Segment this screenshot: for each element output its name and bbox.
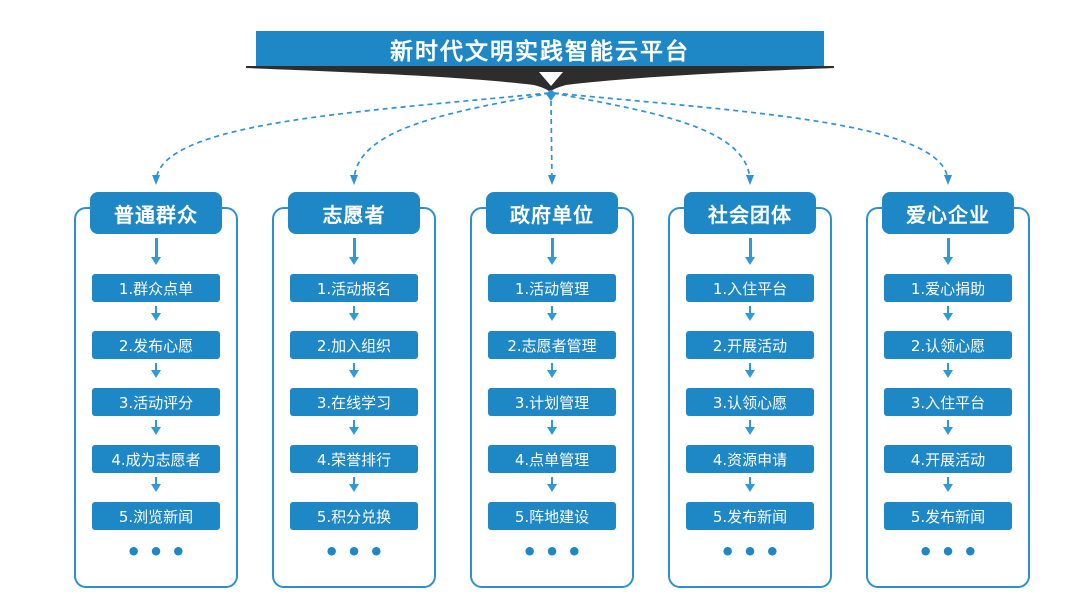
down-arrow-icon xyxy=(947,420,949,432)
ellipsis-dots: ••• xyxy=(125,538,194,566)
step-box: 3.认领心愿 xyxy=(686,388,814,416)
step-box: 1.群众点单 xyxy=(92,274,220,302)
connector-to-column-1 xyxy=(152,92,550,185)
role-header: 普通群众 xyxy=(90,192,222,234)
down-arrow-icon xyxy=(946,238,950,262)
down-arrow-icon xyxy=(154,238,158,262)
ellipsis-dots: ••• xyxy=(521,538,590,566)
step-box: 3.计划管理 xyxy=(488,388,616,416)
step-box: 1.入住平台 xyxy=(686,274,814,302)
down-arrow-icon xyxy=(353,420,355,432)
step-box: 2.发布心愿 xyxy=(92,331,220,359)
step-box: 5.发布新闻 xyxy=(884,502,1012,530)
down-arrow-icon xyxy=(551,420,553,432)
down-arrow-icon xyxy=(947,363,949,375)
connector-to-column-2 xyxy=(350,92,551,185)
step-box: 4.开展活动 xyxy=(884,445,1012,473)
down-arrow-icon xyxy=(551,363,553,375)
step-box: 1.爱心捐助 xyxy=(884,274,1012,302)
step-box: 5.阵地建设 xyxy=(488,502,616,530)
step-box: 4.点单管理 xyxy=(488,445,616,473)
down-arrow-icon xyxy=(749,306,751,318)
step-box: 3.活动评分 xyxy=(92,388,220,416)
down-arrow-icon xyxy=(155,420,157,432)
down-arrow-icon xyxy=(353,477,355,489)
down-arrow-icon xyxy=(749,420,751,432)
down-arrow-icon xyxy=(551,306,553,318)
connector-to-column-3 xyxy=(547,100,556,185)
role-column-1: 普通群众 1.群众点单 2.发布心愿 3.活动评分 4.成为志愿者 5.浏览新闻… xyxy=(73,192,239,588)
role-header: 社会团体 xyxy=(684,192,816,234)
step-box: 1.活动管理 xyxy=(488,274,616,302)
step-box: 3.入住平台 xyxy=(884,388,1012,416)
banner-down-arrow-icon xyxy=(539,72,563,86)
down-arrow-icon xyxy=(551,477,553,489)
down-arrow-icon xyxy=(155,477,157,489)
step-box: 1.活动报名 xyxy=(290,274,418,302)
step-box: 3.在线学习 xyxy=(290,388,418,416)
connector-to-column-5 xyxy=(553,92,952,185)
down-arrow-icon xyxy=(155,306,157,318)
down-arrow-icon xyxy=(947,477,949,489)
step-box: 2.加入组织 xyxy=(290,331,418,359)
step-box: 2.认领心愿 xyxy=(884,331,1012,359)
down-arrow-icon xyxy=(155,363,157,375)
role-column-2: 志愿者 1.活动报名 2.加入组织 3.在线学习 4.荣誉排行 5.积分兑换 •… xyxy=(271,192,437,588)
platform-title: 新时代文明实践智能云平台 xyxy=(390,39,690,65)
role-column-5: 爱心企业 1.爱心捐助 2.认领心愿 3.入住平台 4.开展活动 5.发布新闻 … xyxy=(865,192,1031,588)
down-arrow-icon xyxy=(353,306,355,318)
role-header: 政府单位 xyxy=(486,192,618,234)
step-box: 4.资源申请 xyxy=(686,445,814,473)
step-box: 5.发布新闻 xyxy=(686,502,814,530)
ellipsis-dots: ••• xyxy=(719,538,788,566)
step-box: 2.开展活动 xyxy=(686,331,814,359)
down-arrow-icon xyxy=(748,238,752,262)
connector-to-column-4 xyxy=(552,92,754,185)
platform-title-bar: 新时代文明实践智能云平台 xyxy=(256,31,824,67)
down-arrow-icon xyxy=(550,238,554,262)
down-arrow-icon xyxy=(947,306,949,318)
ellipsis-dots: ••• xyxy=(323,538,392,566)
step-box: 5.浏览新闻 xyxy=(92,502,220,530)
role-header: 志愿者 xyxy=(288,192,420,234)
role-header: 爱心企业 xyxy=(882,192,1014,234)
step-box: 4.成为志愿者 xyxy=(92,445,220,473)
ellipsis-dots: ••• xyxy=(917,538,986,566)
down-arrow-icon xyxy=(353,363,355,375)
down-arrow-icon xyxy=(749,477,751,489)
down-arrow-icon xyxy=(749,363,751,375)
step-box: 4.荣誉排行 xyxy=(290,445,418,473)
step-box: 5.积分兑换 xyxy=(290,502,418,530)
role-column-3: 政府单位 1.活动管理 2.志愿者管理 3.计划管理 4.点单管理 5.阵地建设… xyxy=(469,192,635,588)
role-column-4: 社会团体 1.入住平台 2.开展活动 3.认领心愿 4.资源申请 5.发布新闻 … xyxy=(667,192,833,588)
down-arrow-icon xyxy=(352,238,356,262)
step-box: 2.志愿者管理 xyxy=(488,331,616,359)
